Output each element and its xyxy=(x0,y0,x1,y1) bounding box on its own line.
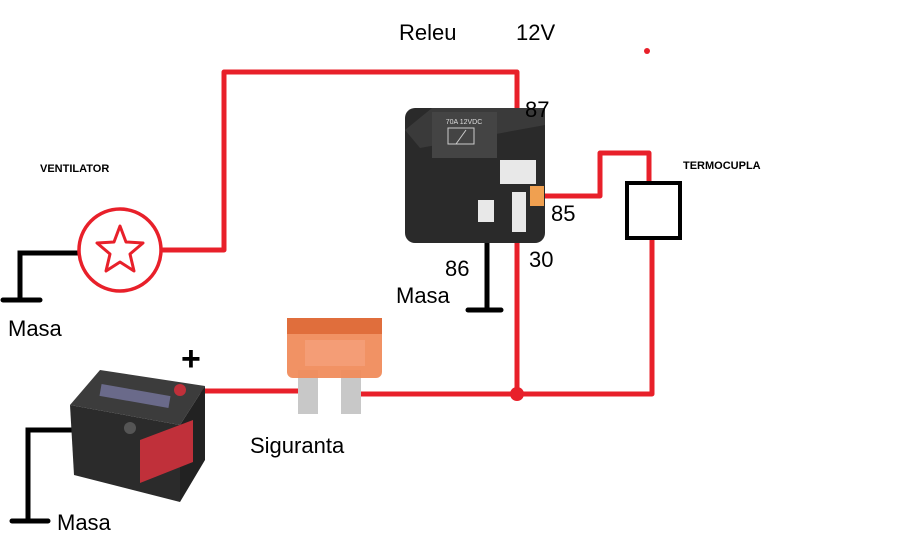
star-icon xyxy=(95,224,145,273)
battery-terminal-negative xyxy=(124,422,136,434)
wire-junction-dot xyxy=(510,387,524,401)
pin-30-label: 30 xyxy=(529,247,554,272)
relay-label-plate xyxy=(432,112,497,158)
pin-87-label: 87 xyxy=(525,97,550,122)
wire-pin85-to-thermocouple xyxy=(539,150,652,199)
pin-86-label: 86 xyxy=(445,256,470,281)
relay-case-text: 70A 12VDC xyxy=(446,119,483,126)
thermocouple-box xyxy=(625,181,682,240)
ground-wire-fan xyxy=(17,250,81,303)
battery-label xyxy=(140,420,193,483)
ground-label-battery: Masa xyxy=(57,510,111,535)
battery xyxy=(70,370,205,502)
pin-85-label: 85 xyxy=(551,201,576,226)
fuse xyxy=(287,318,382,414)
ground-label-fan: Masa xyxy=(8,316,62,341)
battery-plus-label: + xyxy=(181,340,201,378)
relay-title: Releu xyxy=(399,20,457,45)
thermocouple-label: TERMOCUPLA xyxy=(683,160,761,172)
fuse-label: Siguranta xyxy=(250,433,345,458)
battery-terminal-positive xyxy=(174,384,186,396)
ground-label-relay: Masa xyxy=(396,283,450,308)
fan-symbol xyxy=(77,207,163,293)
fan-label: VENTILATOR xyxy=(40,163,110,175)
voltage-label: 12V xyxy=(516,20,556,45)
relay: 70A 12VDC xyxy=(405,108,545,243)
stray-mark xyxy=(644,48,650,54)
wire-junction-to-thermocouple xyxy=(514,237,655,397)
